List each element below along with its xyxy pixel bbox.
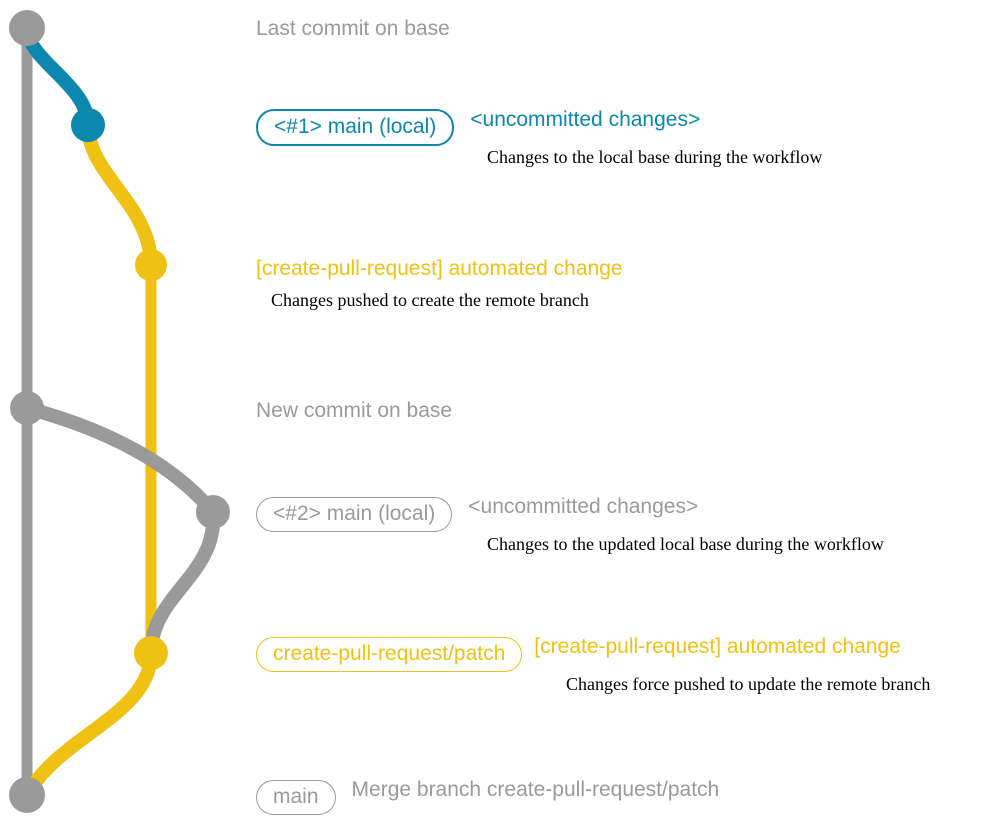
row-merge-commit: main Merge branch create-pull-request/pa…	[256, 778, 720, 815]
edge-base-to-local-2	[20, 401, 220, 519]
edge-local-to-remote-1	[81, 118, 158, 272]
ref-badge-local-2[interactable]: <#2> main (local)	[256, 497, 453, 532]
row-local-commit-2: <#2> main (local) <uncommitted changes>	[256, 495, 699, 532]
ref-badge-main[interactable]: main	[256, 780, 336, 815]
commit-subject-remote-1: [create-pull-request] automated change	[256, 257, 623, 280]
commit-subject-merge: Merge branch create-pull-request/patch	[351, 778, 720, 801]
commit-description-remote-1: Changes pushed to create the remote bran…	[271, 290, 589, 310]
commit-description-remote-2: Changes force pushed to update the remot…	[566, 674, 931, 694]
headline-new-commit-on-base: New commit on base	[256, 399, 453, 422]
edge-remote-2-to-merge	[20, 646, 158, 802]
commit-node-local-2[interactable]	[196, 495, 230, 529]
commit-subject-local-2: <uncommitted changes>	[468, 495, 699, 518]
commit-description-local-1: Changes to the local base during the wor…	[487, 147, 823, 167]
row-remote-commit-2: create-pull-request/patch [create-pull-r…	[256, 635, 901, 672]
commit-subject-local-1: <uncommitted changes>	[470, 108, 701, 131]
ref-badge-remote-branch[interactable]: create-pull-request/patch	[256, 637, 523, 672]
commit-node-remote-2[interactable]	[134, 636, 168, 670]
row-local-commit-1: <#1> main (local) <uncommitted changes>	[256, 109, 700, 146]
commit-node-remote-1[interactable]	[135, 249, 167, 281]
commit-node-base-new[interactable]	[10, 391, 44, 425]
commit-node-merge[interactable]	[9, 777, 45, 813]
ref-badge-local-1[interactable]: <#1> main (local)	[256, 109, 455, 146]
commit-node-local-1[interactable]	[71, 108, 105, 142]
headline-last-commit-on-base: Last commit on base	[256, 17, 450, 40]
commit-subject-remote-2: [create-pull-request] automated change	[534, 635, 901, 658]
commit-description-local-2: Changes to the updated local base during…	[487, 534, 884, 554]
commit-node-base-head[interactable]	[9, 10, 45, 46]
edge-local-2-to-remote-2	[144, 505, 221, 660]
